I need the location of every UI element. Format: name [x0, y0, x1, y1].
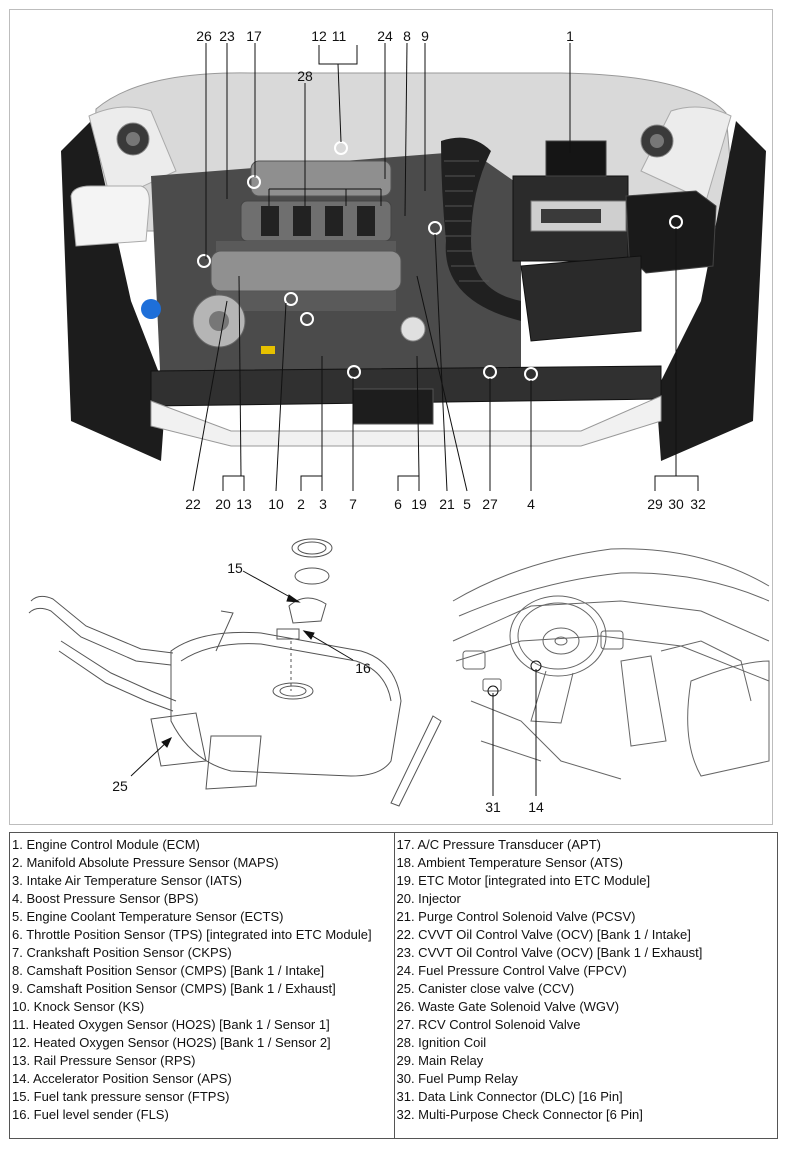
callout-marker — [197, 254, 211, 268]
legend-item: 27. RCV Control Solenoid Valve — [396, 1017, 581, 1032]
legend-column-left: 1. Engine Control Module (ECM) 2. Manifo… — [10, 833, 394, 1138]
callout-number: 1 — [566, 28, 574, 44]
callout-number: 21 — [439, 496, 455, 512]
legend-column-right: 17. A/C Pressure Transducer (APT) 18. Am… — [393, 833, 778, 1138]
legend-item: 24. Fuel Pressure Control Valve (FPCV) — [396, 963, 627, 978]
callout-number: 31 — [485, 799, 501, 815]
legend-item: 23. CVVT Oil Control Valve (OCV) [Bank 1… — [396, 945, 703, 960]
callout-marker — [347, 365, 361, 379]
legend-item: 15. Fuel tank pressure sensor (FTPS) — [12, 1089, 230, 1104]
callout-number: 2 — [297, 496, 305, 512]
legend-item: 5. Engine Coolant Temperature Sensor (EC… — [12, 909, 284, 924]
callout-number: 17 — [246, 28, 262, 44]
legend-item: 26. Waste Gate Solenoid Valve (WGV) — [396, 999, 620, 1014]
legend-item: 18. Ambient Temperature Sensor (ATS) — [396, 855, 623, 870]
callout-number: 16 — [355, 660, 371, 676]
callout-marker — [300, 312, 314, 326]
callout-number: 10 — [268, 496, 284, 512]
legend-item: 8. Camshaft Position Sensor (CMPS) [Bank… — [12, 963, 325, 978]
callout-number: 26 — [196, 28, 212, 44]
legend-item: 32. Multi-Purpose Check Connector [6 Pin… — [396, 1107, 643, 1122]
callout-marker — [284, 292, 298, 306]
engine-bay-photo — [61, 72, 766, 461]
legend-item: 6. Throttle Position Sensor (TPS) [integ… — [12, 927, 372, 942]
legend-item: 11. Heated Oxygen Sensor (HO2S) [Bank 1 … — [12, 1017, 330, 1032]
legend-item: 31. Data Link Connector (DLC) [16 Pin] — [396, 1089, 623, 1104]
legend-item: 10. Knock Sensor (KS) — [12, 999, 145, 1014]
legend-item: 9. Camshaft Position Sensor (CMPS) [Bank… — [12, 981, 336, 996]
legend-item: 17. A/C Pressure Transducer (APT) — [396, 837, 601, 852]
legend-item: 19. ETC Motor [integrated into ETC Modul… — [396, 873, 651, 888]
legend-item: 20. Injector — [396, 891, 461, 906]
callout-number: 23 — [219, 28, 235, 44]
callout-number: 22 — [185, 496, 201, 512]
callout-number: 15 — [227, 560, 243, 576]
callout-number: 6 — [394, 496, 402, 512]
callout-marker — [247, 175, 261, 189]
callout-number: 3 — [319, 496, 327, 512]
callout-number: 13 — [236, 496, 252, 512]
legend-item: 12. Heated Oxygen Sensor (HO2S) [Bank 1 … — [12, 1035, 331, 1050]
callout-number: 8 — [403, 28, 411, 44]
legend-item: 21. Purge Control Solenoid Valve (PCSV) — [396, 909, 636, 924]
legend-item: 3. Intake Air Temperature Sensor (IATS) — [12, 873, 243, 888]
callout-number: 7 — [349, 496, 357, 512]
callout-number: 25 — [112, 778, 128, 794]
callout-number: 20 — [215, 496, 231, 512]
callout-number: 19 — [411, 496, 427, 512]
callout-number: 9 — [421, 28, 429, 44]
legend-item: 16. Fuel level sender (FLS) — [12, 1107, 169, 1122]
callout-number: 29 — [647, 496, 663, 512]
callout-number: 11 — [332, 28, 347, 44]
legend-item: 22. CVVT Oil Control Valve (OCV) [Bank 1… — [396, 927, 691, 942]
interior-drawing — [452, 548, 770, 780]
callout-number: 27 — [482, 496, 498, 512]
legend-item: 29. Main Relay — [396, 1053, 484, 1068]
legend-table: 1. Engine Control Module (ECM) 2. Manifo… — [9, 832, 778, 1139]
fuel-tank-drawing — [28, 538, 442, 807]
legend-item: 4. Boost Pressure Sensor (BPS) — [12, 891, 199, 906]
legend-item: 1. Engine Control Module (ECM) — [12, 837, 200, 852]
legend-item: 25. Canister close valve (CCV) — [396, 981, 575, 996]
diagram-figure: 26 23 17 12 11 28 24 8 9 1 22 20 13 10 2… — [9, 9, 773, 825]
legend-item: 13. Rail Pressure Sensor (RPS) — [12, 1053, 196, 1068]
legend-item: 7. Crankshaft Position Sensor (CKPS) — [12, 945, 232, 960]
callout-number: 24 — [377, 28, 393, 44]
callout-number: 4 — [527, 496, 535, 512]
legend-item: 2. Manifold Absolute Pressure Sensor (MA… — [12, 855, 279, 870]
callout-number: 5 — [463, 496, 471, 512]
callout-number: 14 — [528, 799, 544, 815]
callout-number: 28 — [297, 68, 313, 84]
callout-number: 30 — [668, 496, 684, 512]
legend-item: 14. Accelerator Position Sensor (APS) — [12, 1071, 232, 1086]
legend-item: 30. Fuel Pump Relay — [396, 1071, 518, 1086]
legend-item: 28. Ignition Coil — [396, 1035, 487, 1050]
callout-number: 12 — [311, 28, 327, 44]
callout-number: 32 — [690, 496, 706, 512]
